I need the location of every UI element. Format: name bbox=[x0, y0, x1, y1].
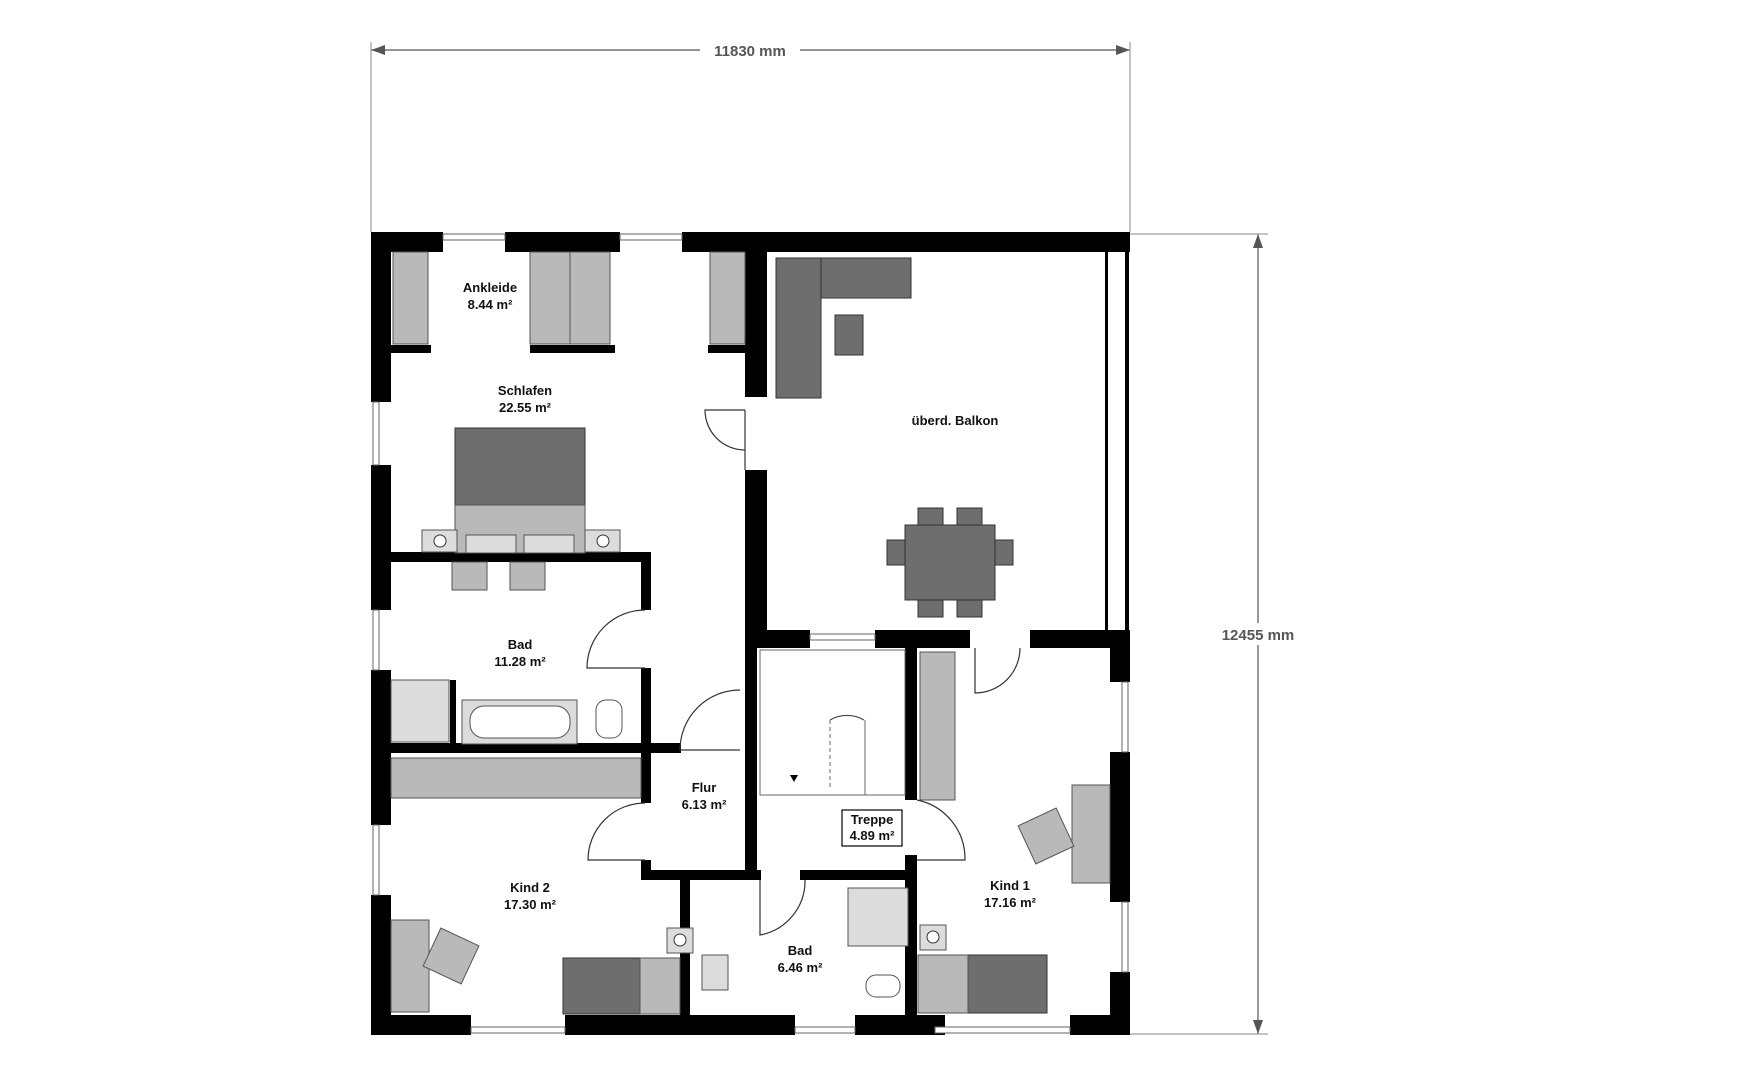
walls bbox=[371, 232, 1130, 1035]
dimension-height: 12455 mm bbox=[1130, 233, 1304, 1035]
room-treppe-area: 4.89 m² bbox=[850, 828, 895, 843]
room-ankleide-name: Ankleide bbox=[463, 280, 517, 295]
dimension-width: 11830 mm bbox=[370, 40, 1131, 232]
room-kind1-area: 17.16 m² bbox=[984, 895, 1037, 910]
width-label: 11830 mm bbox=[714, 43, 786, 60]
room-labels: Ankleide 8.44 m² Schlafen 22.55 m² überd… bbox=[463, 280, 1037, 975]
height-label: 12455 mm bbox=[1222, 627, 1295, 644]
room-bad-area: 11.28 m² bbox=[494, 654, 546, 669]
room-flur-area: 6.13 m² bbox=[682, 797, 727, 812]
room-schlafen-area: 22.55 m² bbox=[499, 400, 552, 415]
room-bad-name: Bad bbox=[508, 637, 533, 652]
room-treppe-name: Treppe bbox=[851, 812, 894, 827]
windows bbox=[372, 233, 1129, 1034]
room-kind2-area: 17.30 m² bbox=[504, 897, 557, 912]
room-schlafen-name: Schlafen bbox=[498, 383, 552, 398]
furniture bbox=[390, 251, 1111, 1015]
room-bad-small-area: 6.46 m² bbox=[778, 960, 823, 975]
room-ankleide-area: 8.44 m² bbox=[468, 297, 513, 312]
room-kind2-name: Kind 2 bbox=[510, 880, 550, 895]
doors bbox=[586, 409, 1021, 936]
room-bad-small-name: Bad bbox=[788, 943, 813, 958]
room-balkon-name: überd. Balkon bbox=[912, 413, 999, 428]
room-flur-name: Flur bbox=[692, 780, 717, 795]
room-kind1-name: Kind 1 bbox=[990, 878, 1030, 893]
